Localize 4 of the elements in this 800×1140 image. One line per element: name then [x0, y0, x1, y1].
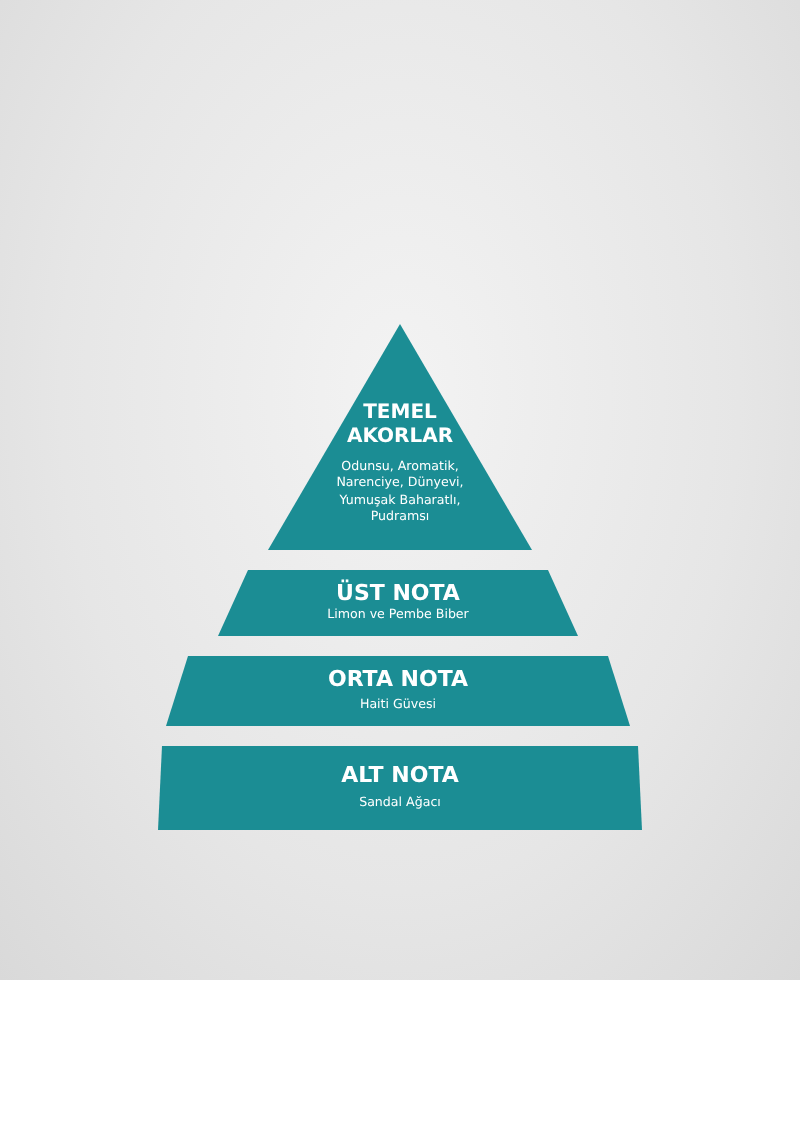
tier-heading: ALT NOTA	[339, 763, 461, 789]
tier-heading: ORTA NOTA	[325, 667, 471, 693]
tier-heading: ÜST NOTA	[334, 581, 462, 607]
tier-heading: TEMEL AKORLAR	[344, 402, 456, 449]
